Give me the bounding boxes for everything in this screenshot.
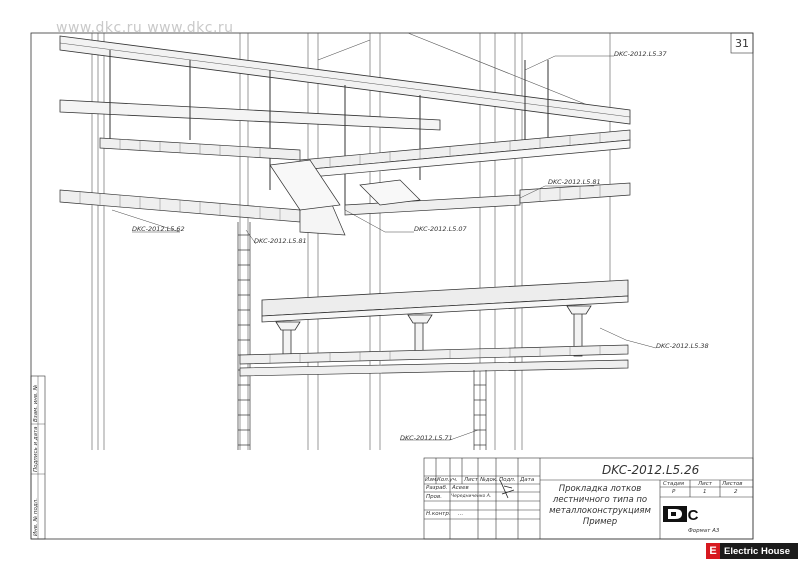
electric-house-icon: E [706,543,720,559]
doc-title-line-1: Прокладка лотков [558,484,642,494]
format-label: Формат А3 [688,528,720,534]
lower-right-rungs [269,346,601,364]
callout-l507: DKC-2012.L5.07 [414,225,467,233]
sheet-header: Лист [698,481,712,487]
tb-head-list: Лист [464,477,478,483]
stage-header: Стадия [663,481,685,487]
callout-l562: DKC-2012.L5.62 [132,225,185,233]
top-beam [59,35,631,125]
side-label-orig: Инв. № подл. [33,498,39,536]
sheets-value: 2 [734,489,738,495]
lower-tray-rungs [79,185,601,220]
page-number: 31 [735,37,749,50]
title-block [423,457,754,540]
leader-lines [111,55,657,441]
tb-head-ndok: №док. [480,477,498,483]
lower-supports [275,305,592,361]
tb-head-podp: Подп. [499,477,516,483]
page-number-box [730,32,754,54]
doc-title: Прокладка лотков лестничного типа по мет… [544,484,656,528]
dkc-logo-mark-icon [663,506,687,522]
doc-title-line-4: Пример [582,517,618,527]
callout-l581-top: DKC-2012.L5.81 [548,178,601,186]
tb-name-razrab: Асеев [452,485,469,491]
hangers [109,50,549,210]
tb-role-razrab: Разраб. [426,485,448,491]
watermark: www.dkc.ru www.dkc.ru [56,20,234,36]
callout-l581-left: DKC-2012.L5.81 [254,237,307,245]
callout-l537: DKC-2012.L5.37 [614,50,667,58]
doc-code: DKC-2012.L5.26 [602,463,700,477]
tb-head-koluch: Кол.уч. [437,477,458,483]
callout-l538: DKC-2012.L5.38 [656,342,709,350]
side-label-sign: Подпись и дата [33,426,39,472]
outer-frame [30,32,754,540]
tb-head-izm: Изм. [425,477,438,483]
electric-house-badge: E Electric House [706,543,798,559]
sheet-value: 1 [703,489,707,495]
vertical-ladder-right [473,370,487,450]
dkc-logo: DKC [663,506,721,524]
signature-mark [499,479,515,499]
stage-value: Р [672,489,676,495]
tb-head-data: Дата [520,477,535,483]
tb-name-prov: Чередниченко А. [451,494,492,499]
second-beam [59,99,441,131]
side-label-inv: Взам. инв. № [33,384,39,422]
lower-right-trays [239,344,629,377]
electric-house-label: Electric House [724,545,790,557]
doc-title-line-3: металлоконструкциям [549,506,651,516]
sheets-header: Листов [722,481,743,487]
building-structure [91,32,611,450]
upper-tray-rungs [119,133,601,167]
tb-role-prov: Пров. [426,494,442,500]
doc-title-line-2: лестничного типа по [552,495,648,505]
lower-right-beam [261,279,629,323]
upper-tray [99,129,631,179]
tb-name-nkontr: ... [458,511,464,517]
callout-l571: DKC-2012.L5.71 [400,434,453,442]
tb-role-nkontr: Н.контр. [426,511,451,517]
